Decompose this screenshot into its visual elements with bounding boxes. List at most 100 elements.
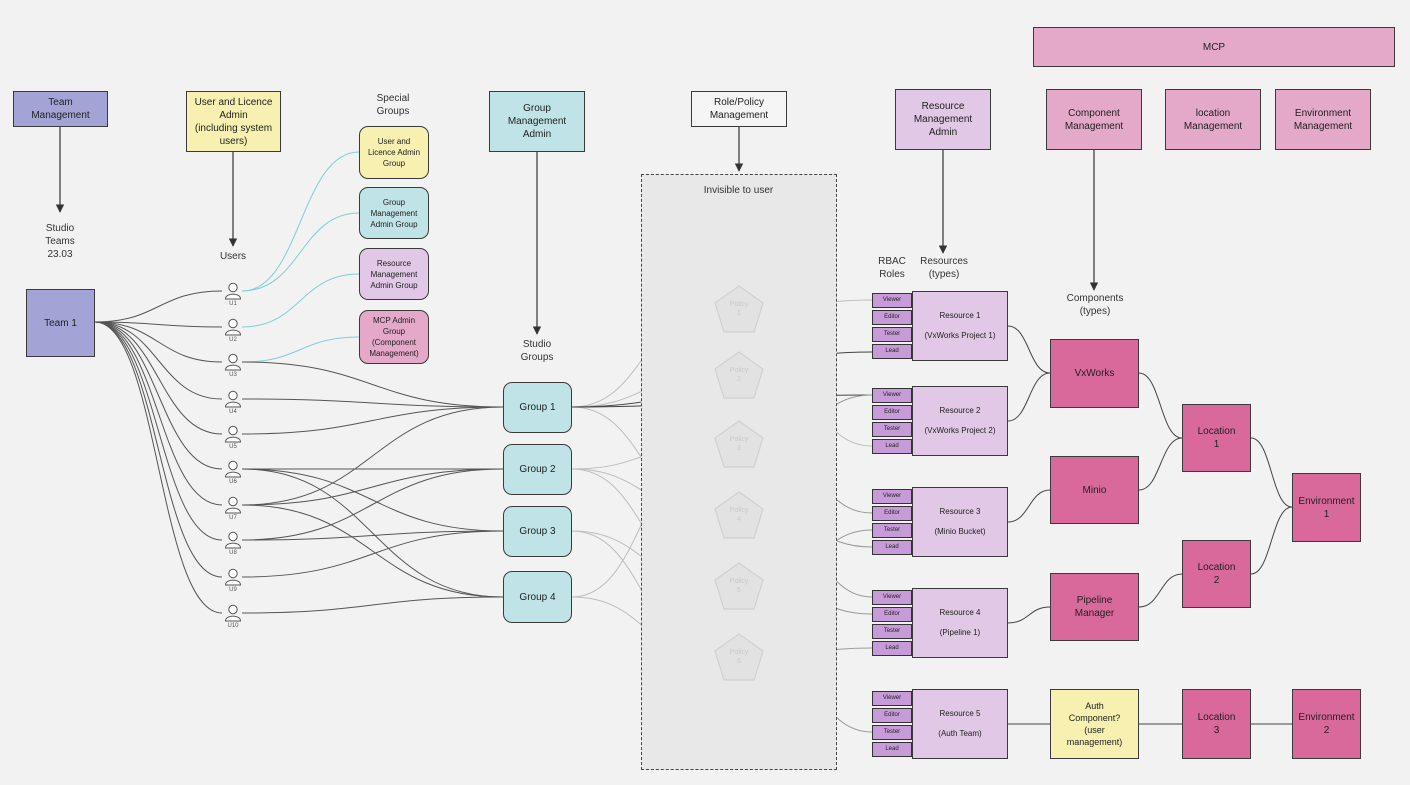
special-link-1 bbox=[241, 151, 360, 292]
policy-label: Policy 1 bbox=[729, 301, 749, 317]
user-id-label: U6 bbox=[229, 479, 237, 485]
user-icon bbox=[224, 496, 242, 514]
user-1: U1 bbox=[221, 282, 245, 314]
policy-4: Policy 4 bbox=[713, 490, 765, 540]
special-group-group-management-admin: Group Management Admin Group bbox=[359, 187, 429, 239]
role-lead-r5: Lead bbox=[872, 742, 912, 757]
user-icon bbox=[224, 425, 242, 443]
resource-5-box: Resource 5 (Auth Team) bbox=[912, 689, 1008, 759]
team-user-link-2 bbox=[94, 321, 223, 328]
resource-2-box: Resource 2 (VxWorks Project 2) bbox=[912, 386, 1008, 456]
user-id-label: U3 bbox=[229, 372, 237, 378]
user-licence-admin-box: User and Licence Admin (including system… bbox=[186, 91, 281, 152]
user-4: U4 bbox=[221, 390, 245, 422]
role-lead-r1: Lead bbox=[872, 344, 912, 359]
component-auth: Auth Component? (user management) bbox=[1050, 689, 1139, 759]
team-user-link-7 bbox=[94, 321, 223, 506]
special-group-resource-management-admin: Resource Management Admin Group bbox=[359, 248, 429, 300]
user-10: U10 bbox=[221, 604, 245, 636]
component-pipeline-manager: Pipeline Manager bbox=[1050, 573, 1139, 641]
component-vxworks: VxWorks bbox=[1050, 339, 1139, 408]
group-3-box: Group 3 bbox=[503, 506, 572, 557]
res1-vxworks-link bbox=[1007, 325, 1051, 374]
user-id-label: U1 bbox=[229, 301, 237, 307]
role-editor-r3: Editor bbox=[872, 506, 912, 521]
special-group-user-licence-admin: User and Licence Admin Group bbox=[359, 126, 429, 179]
user-icon bbox=[224, 568, 242, 586]
loc2-env1-link bbox=[1250, 506, 1293, 575]
user-id-label: U2 bbox=[229, 337, 237, 343]
policy-1: Policy 1 bbox=[713, 284, 765, 334]
user-3: U3 bbox=[221, 353, 245, 385]
loc1-env1-link bbox=[1250, 437, 1293, 508]
user-group-link-8 bbox=[241, 468, 504, 532]
studio-teams-label: Studio Teams 23.03 bbox=[45, 223, 75, 260]
location-3-box: Location 3 bbox=[1182, 689, 1251, 759]
resources-types-label: Resources (types) bbox=[920, 256, 968, 280]
resource-management-admin-box: Resource Management Admin bbox=[895, 89, 991, 150]
location-management-box: location Management bbox=[1165, 89, 1261, 150]
group-1-box: Group 1 bbox=[503, 382, 572, 433]
role-tester-r1: Tester bbox=[872, 327, 912, 342]
environment-management-box: Environment Management bbox=[1275, 89, 1371, 150]
user-group-link-12 bbox=[241, 504, 504, 598]
component-management-box: Component Management bbox=[1046, 89, 1142, 150]
role-tester-r5: Tester bbox=[872, 725, 912, 740]
components-types-label: Components (types) bbox=[1066, 293, 1124, 317]
role-editor-r2: Editor bbox=[872, 405, 912, 420]
policy-6: Policy 6 bbox=[713, 632, 765, 682]
role-editor-r1: Editor bbox=[872, 310, 912, 325]
role-viewer-r3: Viewer bbox=[872, 489, 912, 504]
special-group-mcp-admin: MCP Admin Group (Component Management) bbox=[359, 310, 429, 364]
user-8: U8 bbox=[221, 531, 245, 563]
user-icon bbox=[224, 604, 242, 622]
user-group-link-2 bbox=[241, 398, 504, 408]
resource-4-box: Resource 4 (Pipeline 1) bbox=[912, 588, 1008, 658]
users-label: Users bbox=[219, 251, 247, 262]
user-icon bbox=[224, 282, 242, 300]
role-lead-r4: Lead bbox=[872, 641, 912, 656]
user-group-link-11 bbox=[241, 468, 504, 598]
special-link-4 bbox=[241, 336, 360, 363]
special-groups-label: Special Groups bbox=[376, 93, 410, 117]
special-link-2 bbox=[241, 212, 360, 292]
user-group-link-3 bbox=[241, 406, 504, 435]
team-user-link-9 bbox=[94, 321, 223, 578]
user-id-label: U4 bbox=[229, 409, 237, 415]
user-icon bbox=[224, 390, 242, 408]
policy-label: Policy 5 bbox=[729, 578, 749, 594]
team-user-link-8 bbox=[94, 321, 223, 541]
role-lead-r2: Lead bbox=[872, 439, 912, 454]
user-2: U2 bbox=[221, 318, 245, 350]
user-id-label: U7 bbox=[229, 515, 237, 521]
role-policy-management-box: Role/Policy Management bbox=[691, 91, 787, 127]
user-6: U6 bbox=[221, 460, 245, 492]
user-group-link-6 bbox=[241, 468, 504, 506]
role-editor-r4: Editor bbox=[872, 607, 912, 622]
vxworks-loc1-link bbox=[1138, 372, 1183, 439]
role-viewer-r5: Viewer bbox=[872, 691, 912, 706]
role-viewer-r2: Viewer bbox=[872, 388, 912, 403]
user-group-link-1 bbox=[241, 361, 504, 408]
user-5: U5 bbox=[221, 425, 245, 457]
team-user-link-4 bbox=[94, 321, 223, 400]
res2-vxworks-link bbox=[1007, 372, 1051, 422]
policy-label: Policy 4 bbox=[729, 507, 749, 523]
team-user-link-5 bbox=[94, 321, 223, 435]
user-id-label: U10 bbox=[227, 623, 239, 629]
pipeline-loc2-link bbox=[1138, 573, 1183, 608]
user-9: U9 bbox=[221, 568, 245, 600]
user-id-label: U5 bbox=[229, 444, 237, 450]
resource-3-box: Resource 3 (Minio Bucket) bbox=[912, 487, 1008, 557]
team-user-link-6 bbox=[94, 321, 223, 470]
role-lead-r3: Lead bbox=[872, 540, 912, 555]
policy-5: Policy 5 bbox=[713, 561, 765, 611]
role-viewer-r4: Viewer bbox=[872, 590, 912, 605]
policy-2: Policy 2 bbox=[713, 350, 765, 400]
group-management-admin-box: Group Management Admin bbox=[489, 91, 585, 152]
res3-minio-link bbox=[1007, 489, 1051, 523]
role-editor-r5: Editor bbox=[872, 708, 912, 723]
location-1-box: Location 1 bbox=[1182, 404, 1251, 472]
role-tester-r2: Tester bbox=[872, 422, 912, 437]
